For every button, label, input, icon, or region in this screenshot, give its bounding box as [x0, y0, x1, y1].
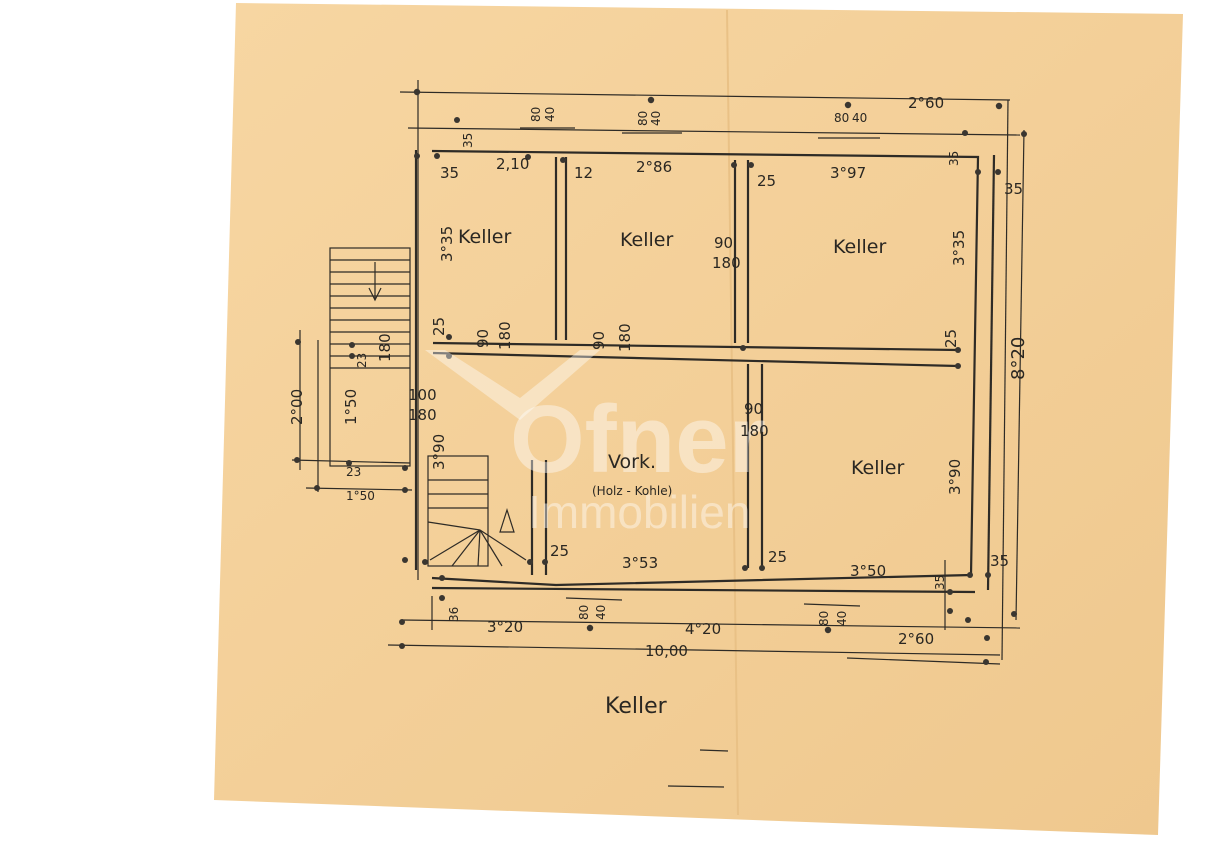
outer-stair [329, 247, 411, 467]
dim-total-h: 8°20 [1008, 337, 1029, 380]
watermark-sub: Immobilien [528, 486, 750, 538]
plan-title: Keller [605, 694, 668, 719]
room-label-keller-4: Keller [851, 457, 904, 479]
reference-dots [294, 88, 1027, 665]
door-top-1-b: 40 [543, 107, 557, 122]
dim-n90-c: 90 [590, 331, 608, 350]
dim-n180-b: 180 [496, 321, 514, 350]
door-top-1-a: 80 [529, 107, 543, 122]
door-top-3-b: 40 [852, 111, 867, 125]
dim-right-h: 3°35 [950, 230, 968, 266]
dim-n35-right-top: 35 [947, 151, 961, 166]
dim-n35-d: 35 [933, 575, 947, 590]
dim-bottom-b: 4°20 [685, 620, 721, 638]
interior-walls [432, 157, 959, 575]
door-bottom-1-a: 80 [577, 605, 591, 620]
dim-n23-a: 23 [355, 353, 369, 368]
dim-n90-b: 90 [474, 329, 492, 348]
dim-lower-a: 3°53 [622, 554, 658, 572]
dim-n90-d: 90 [744, 400, 763, 418]
room-label-vork-sub: (Holz - Kohle) [592, 484, 672, 498]
dim-top-a: 2,10 [496, 155, 529, 173]
dim-n180-a: 180 [712, 254, 741, 272]
dim-n35-a: 35 [440, 164, 459, 182]
dim-n12: 12 [574, 164, 593, 182]
dim-n25-d: 25 [550, 542, 569, 560]
room-label-keller-3: Keller [833, 236, 886, 258]
dim-top-c: 3°97 [830, 164, 866, 182]
dim-n25-e: 25 [768, 548, 787, 566]
dim-mid-left-vert: 3°90 [430, 434, 448, 470]
dim-n90-a: 90 [714, 234, 733, 252]
dim-n35-c: 35 [990, 552, 1009, 570]
dim-n180-c: 180 [616, 323, 634, 352]
dim-stair-h: 2°00 [288, 389, 306, 425]
dim-bottom-total: 10,00 [645, 642, 688, 660]
room-label-keller-1: Keller [458, 226, 511, 248]
dim-n35-top-small: 35 [461, 133, 475, 148]
door-top-2-b: 40 [649, 111, 663, 126]
watermark-brand: Ofner [510, 386, 766, 493]
room-label-keller-2: Keller [620, 229, 673, 251]
dim-n25-c: 25 [942, 329, 960, 348]
door-bottom-2-a: 80 [817, 611, 831, 626]
watermark: Ofner Immobilien [425, 350, 766, 538]
room-label-vork: Vork. [608, 451, 656, 473]
dim-n36: 36 [447, 607, 461, 622]
dim-mid-right-vert: 3°90 [946, 459, 964, 495]
dim-n25-b: 25 [430, 317, 448, 336]
dim-stair-run: 1°50 [342, 389, 360, 425]
door-top-2-a: 80 [636, 111, 650, 126]
dim-top-b: 2°86 [636, 158, 672, 176]
door-top-3-a: 80 [834, 111, 849, 125]
door-bottom-1-b: 40 [594, 605, 608, 620]
dim-left-h: 3°35 [438, 226, 456, 262]
dim-top-right: 2°60 [908, 94, 944, 112]
dim-n180-e: 180 [740, 422, 769, 440]
inner-stair [427, 455, 527, 567]
paper-fold [726, 9, 739, 816]
dim-n180-d: 180 [408, 406, 437, 424]
dim-bottom-a: 3°20 [487, 618, 523, 636]
dim-n100: 100 [408, 386, 437, 404]
dim-n23-b: 23 [346, 465, 361, 479]
dim-n25-a: 25 [757, 172, 776, 190]
dim-n180-stair: 180 [376, 333, 394, 362]
dim-n35-b: 35 [1004, 180, 1023, 198]
dim-bottom-right: 2°60 [898, 630, 934, 648]
dim-lower-b: 3°50 [850, 562, 886, 580]
watermark-logo [425, 350, 600, 420]
dim-stair-run2: 1°50 [346, 489, 375, 503]
dimension-lines [291, 80, 1025, 788]
door-bottom-2-b: 40 [835, 611, 849, 626]
